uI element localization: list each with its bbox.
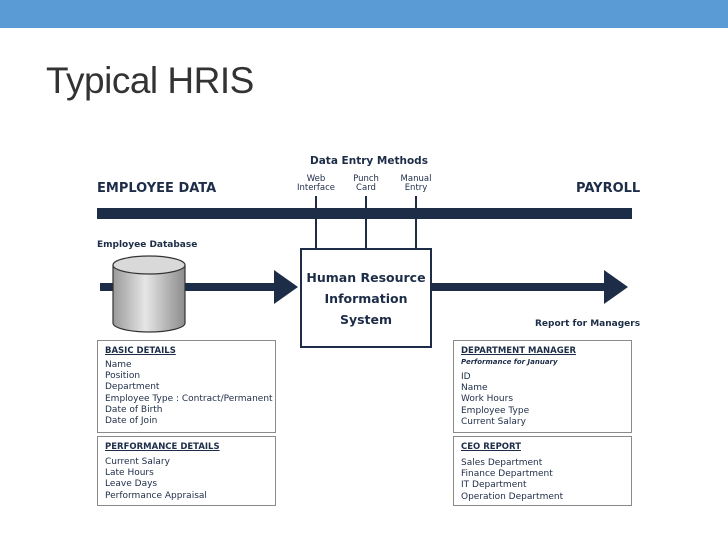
basic-details-panel: BASIC DETAILS Name Position Department E… [97,340,276,433]
flow-arrow-right-shaft [432,283,607,291]
list-item: Leave Days [105,479,158,490]
basic-details-list: Name Position Department Employee Type :… [105,360,273,427]
list-item: Position [105,371,141,382]
list-item: Department [105,382,160,393]
department-manager-panel: DEPARTMENT MANAGER Performance for Janua… [453,340,632,433]
employee-data-label: EMPLOYEE DATA [97,181,217,196]
hris-system-box: Human Resource Information System [300,248,432,348]
list-item: Late Hours [105,468,154,479]
list-item: Name [461,383,488,394]
list-item: Date of Join [105,416,158,427]
database-icon [112,255,186,333]
department-manager-title: DEPARTMENT MANAGER [461,346,577,356]
employee-database-label: Employee Database [97,240,198,250]
department-manager-subtitle: Performance for January [461,358,558,366]
performance-details-title: PERFORMANCE DETAILS [105,442,220,452]
list-item: Work Hours [461,394,514,405]
list-item: IT Department [461,480,527,491]
list-item: Employee Type : Contract/Permanent [105,393,273,404]
report-for-managers-label: Report for Managers [535,319,641,329]
list-item: Sales Department [461,458,543,468]
flow-arrow-left-head [274,270,298,304]
list-item: ID [461,372,471,382]
flow-arrow-left-shaft [100,283,275,291]
ceo-report-title: CEO REPORT [461,442,521,452]
payroll-label: PAYROLL [576,181,641,196]
ceo-report-list: Sales Department Finance Department IT D… [461,458,563,503]
ceo-report-panel: CEO REPORT Sales Department Finance Depa… [453,436,632,506]
performance-details-list: Current Salary Late Hours Leave Days Per… [105,457,207,502]
performance-details-panel: PERFORMANCE DETAILS Current Salary Late … [97,436,276,506]
list-item: Performance Appraisal [105,490,207,501]
hris-line-3: System [339,311,393,327]
list-item: Operation Department [461,491,564,502]
list-item: Finance Department [461,469,553,480]
list-item: Employee Type [461,405,530,416]
data-entry-methods-title: Data Entry Methods [310,155,428,167]
basic-details-title: BASIC DETAILS [105,346,176,356]
flow-arrow-right-head [604,270,628,304]
list-item: Name [105,360,132,370]
data-bus-bar [97,208,632,219]
list-item: Current Salary [105,457,170,467]
top-accent-bar [0,0,728,28]
hris-line-2: Information [324,290,408,306]
hris-line-1: Human Resource [306,269,426,285]
list-item: Current Salary [461,416,526,427]
slide-title: Typical HRIS [46,60,254,101]
department-manager-list: ID Name Work Hours Employee Type Current… [461,372,529,428]
list-item: Date of Birth [105,404,163,415]
